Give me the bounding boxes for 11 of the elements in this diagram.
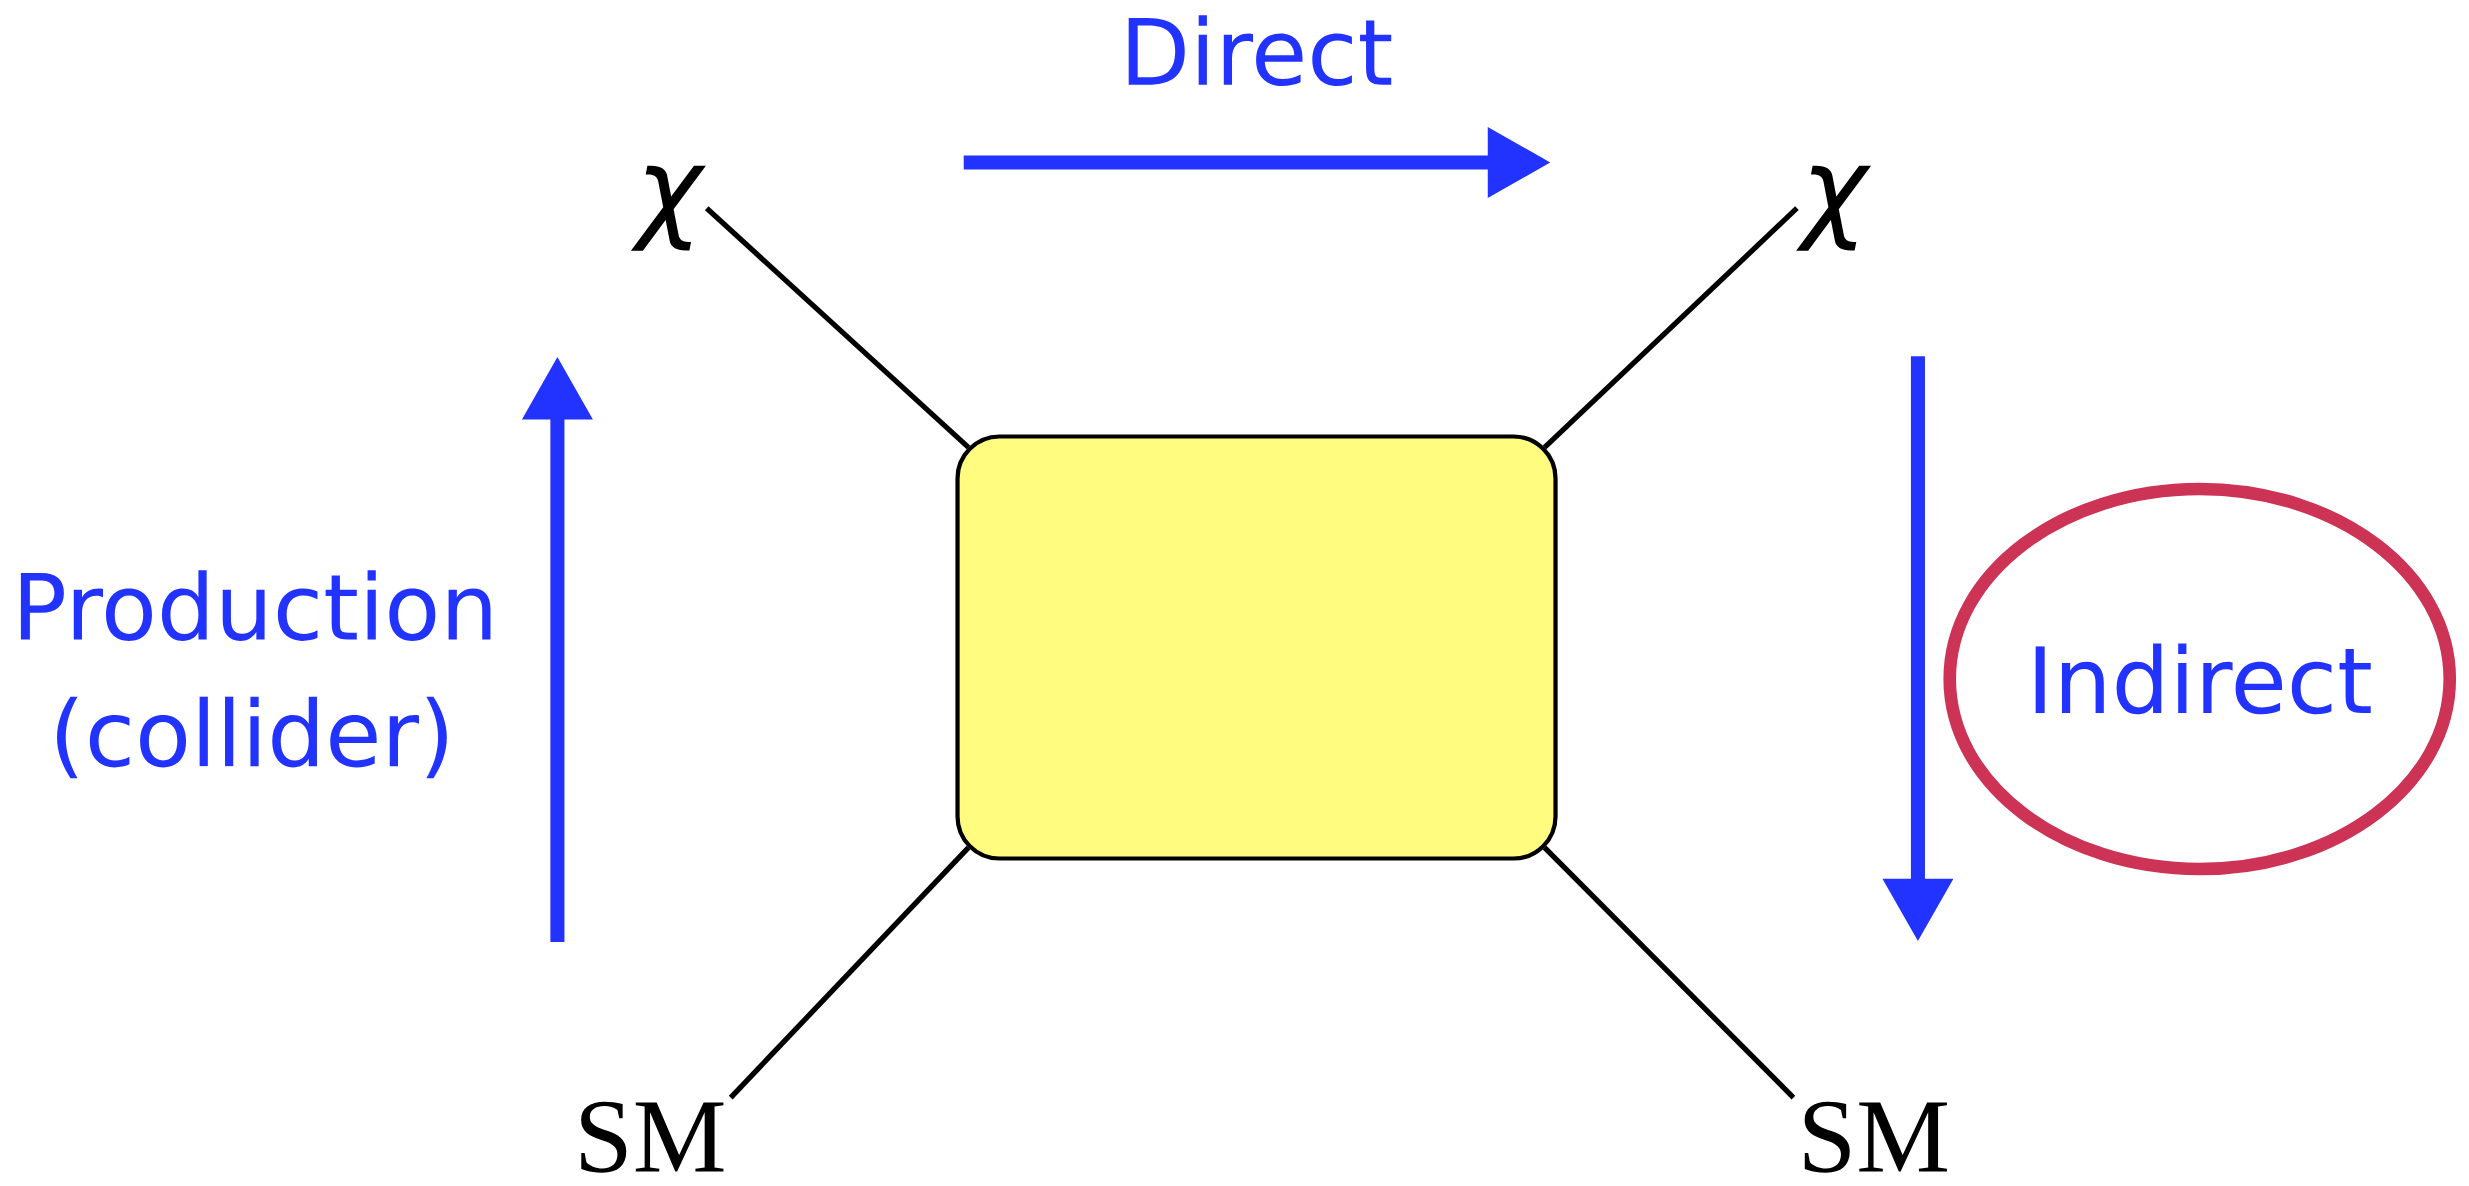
line: [1542, 206, 1799, 450]
line: [1542, 845, 1796, 1100]
line: [704, 206, 971, 450]
particle-label: χ: [630, 165, 706, 251]
label: Production (collider): [20, 570, 491, 779]
label: Direct: [1128, 15, 1392, 87]
particle-label: χ: [1796, 165, 1872, 251]
line: [728, 845, 971, 1100]
box: [955, 434, 1558, 861]
particle-label: SM: [1804, 1101, 1947, 1173]
particle-label: SM: [581, 1101, 724, 1173]
